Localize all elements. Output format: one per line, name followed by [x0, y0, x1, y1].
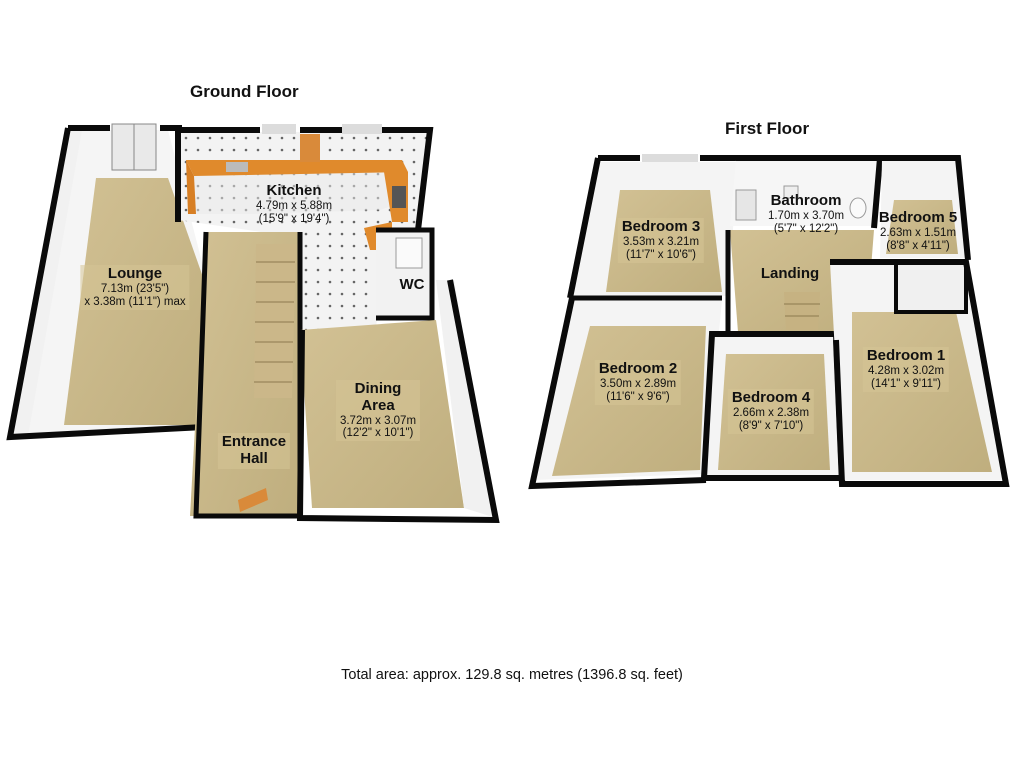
bedroom-2-label: Bedroom 2 3.50m x 2.89m (11'6" x 9'6")	[594, 360, 682, 405]
total-area-text: Total area: approx. 129.8 sq. metres (13…	[341, 667, 683, 683]
room-name: Dining	[354, 380, 402, 397]
bedroom-4-label: Bedroom 4 2.66m x 2.38m (8'9" x 7'10")	[727, 389, 815, 434]
bath	[735, 189, 757, 221]
landing-stairs	[784, 292, 820, 330]
room-dims: (15'9" x 19'4")	[258, 212, 330, 225]
bedroom-1-label: Bedroom 1 4.28m x 3.02m (14'1" x 9'11")	[862, 347, 950, 392]
room-dims: 1.70m x 3.70m	[767, 209, 845, 222]
room-dims: x 3.38m (11'1") max	[84, 295, 186, 308]
room-name: Bedroom 5	[878, 209, 958, 226]
room-name: Entrance	[221, 433, 287, 450]
ground-floor-heading: Ground Floor	[190, 82, 299, 101]
landing-label: Landing	[760, 265, 820, 283]
room-name: Area	[361, 396, 395, 414]
kitchen-label: Kitchen 4.79m x 5.88m (15'9" x 19'4")	[255, 182, 333, 226]
bathroom-label: Bathroom 1.70m x 3.70m (5'7" x 12'2")	[767, 192, 845, 236]
bedroom-5-label: Bedroom 5 2.63m x 1.51m (8'8" x 4'11")	[878, 209, 958, 253]
room-name: Bedroom 4	[731, 389, 811, 406]
room-name: WC	[399, 276, 425, 293]
lounge-label: Lounge 7.13m (23'5") x 3.38m (11'1") max	[80, 265, 190, 310]
sink	[226, 162, 248, 172]
room-dims: (8'9" x 7'10")	[738, 419, 804, 432]
room-name: Hall	[240, 449, 268, 467]
room-dims: (14'1" x 9'11")	[871, 377, 941, 390]
room-dims: 7.13m (23'5")	[100, 282, 170, 295]
room-dims: (8'8" x 4'11")	[886, 239, 950, 252]
toilet	[849, 197, 867, 219]
room-dims: (5'7" x 12'2")	[773, 222, 839, 235]
kitchen-room	[175, 124, 434, 330]
room-name: Bedroom 1	[866, 347, 946, 364]
staircase	[254, 244, 296, 398]
room-name: Lounge	[107, 265, 163, 282]
room-dims: 4.28m x 3.02m	[867, 364, 945, 377]
room-dims: 2.63m x 1.51m	[879, 226, 957, 239]
room-dims: 3.53m x 3.21m	[622, 235, 700, 248]
wc-label: WC	[399, 276, 425, 294]
room-dims: 3.50m x 2.89m	[599, 377, 677, 390]
room-name: Bedroom 2	[598, 360, 678, 377]
bedroom-5-room	[880, 155, 971, 261]
kitchen-door	[300, 134, 320, 162]
entrance-hall-label: Entrance Hall	[217, 433, 291, 469]
room-dims: 3.72m x 3.07m	[339, 414, 417, 427]
dining-area-label: Dining Area 3.72m x 3.07m (12'2" x 10'1"…	[335, 380, 421, 442]
first-floor-heading: First Floor	[725, 119, 810, 138]
room-name: Kitchen	[266, 182, 322, 199]
room-name: Bathroom	[770, 192, 842, 209]
bathroom-room	[730, 155, 884, 229]
room-name: Bedroom 3	[621, 218, 701, 235]
front-door	[238, 488, 268, 512]
room-dims: (11'7" x 10'6")	[626, 248, 696, 261]
room-name: Landing	[760, 265, 820, 282]
entrance-hall-room	[190, 231, 303, 519]
room-dims: 4.79m x 5.88m	[255, 199, 333, 212]
wc-room	[376, 227, 435, 321]
basin	[783, 185, 799, 199]
bedroom-3-label: Bedroom 3 3.53m x 3.21m (11'7" x 10'6")	[617, 218, 705, 263]
wardrobe	[894, 260, 968, 314]
hob	[392, 186, 406, 208]
room-dims: (11'6" x 9'6")	[606, 390, 670, 403]
room-dims: (12'2" x 10'1")	[342, 427, 414, 440]
room-dims: 2.66m x 2.38m	[732, 406, 810, 419]
